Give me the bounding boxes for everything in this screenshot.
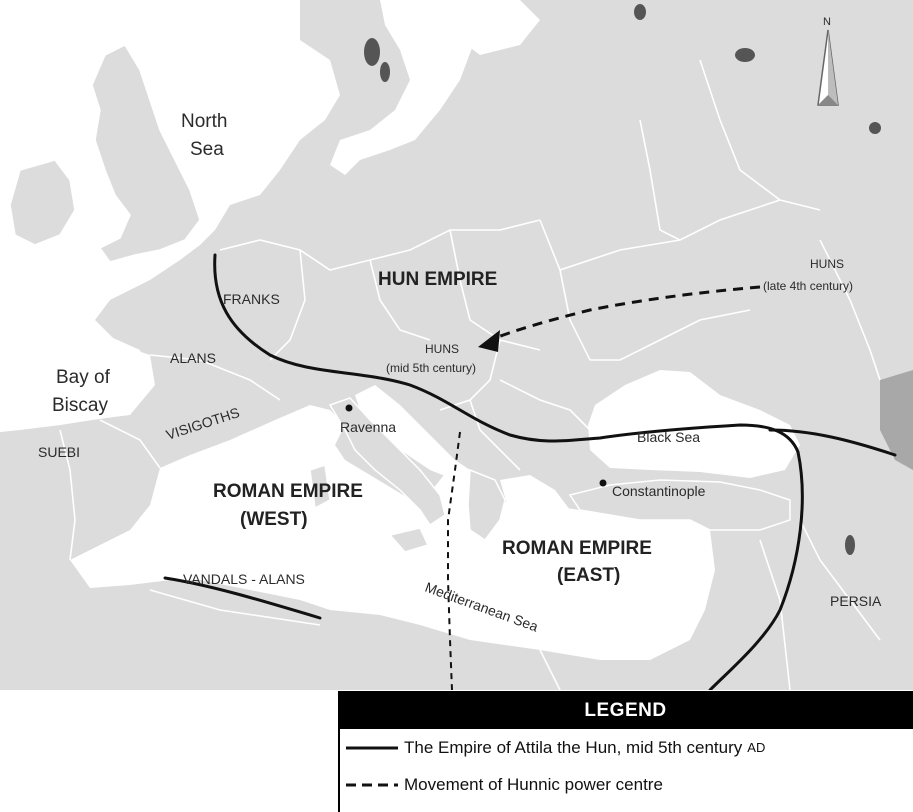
huns-late-label-1: HUNS xyxy=(810,257,844,271)
ravenna-label: Ravenna xyxy=(340,419,396,435)
sicily xyxy=(388,527,430,553)
empire-boundary xyxy=(163,253,897,690)
hun-empire-label: HUN EMPIRE xyxy=(378,269,497,290)
legend-solid-suffix: AD xyxy=(747,740,766,755)
legend-row-dashed: Movement of Hunnic power centre xyxy=(338,766,913,803)
legend: LEGEND The Empire of Attila the Hun, mid… xyxy=(338,691,913,812)
north-sea-label-2: Sea xyxy=(190,139,224,160)
solid-line-icon xyxy=(346,746,398,749)
adriatic-sea xyxy=(355,385,465,480)
franks-label: FRANKS xyxy=(223,291,280,307)
italy xyxy=(328,397,446,527)
rome-east-label-2: (EAST) xyxy=(557,565,620,586)
mediterranean-sea xyxy=(70,405,715,660)
north-sea-label-1: North xyxy=(181,111,227,132)
bay-label-2: Biscay xyxy=(52,395,108,416)
anatolia xyxy=(568,479,791,531)
baltic-sea xyxy=(330,0,475,175)
legend-solid-label: The Empire of Attila the Hun, mid 5th ce… xyxy=(404,737,743,757)
constantinople-dot xyxy=(599,479,607,487)
suebi-label: SUEBI xyxy=(38,444,80,460)
black-sea xyxy=(588,370,800,478)
gulf-of-finland xyxy=(440,0,540,55)
bay-label-1: Bay of xyxy=(56,367,111,388)
britain xyxy=(91,44,201,263)
rome-east-label-1: ROMAN EMPIRE xyxy=(502,538,652,559)
north-letter: N xyxy=(823,16,831,28)
hunnic-movement xyxy=(489,285,761,342)
rome-west-label-1: ROMAN EMPIRE xyxy=(213,481,363,502)
huns-mid-label-2: (mid 5th century) xyxy=(386,361,476,375)
dashed-line-icon xyxy=(346,783,398,786)
constantinople-label: Constantinople xyxy=(612,483,706,499)
north-arrow-icon: N xyxy=(817,16,839,106)
movement-arrowhead xyxy=(478,330,500,352)
ravenna-dot xyxy=(345,404,353,412)
vandals-label: VANDALS - ALANS xyxy=(183,571,305,587)
legend-dashed-label: Movement of Hunnic power centre xyxy=(404,774,663,794)
sardinia xyxy=(309,464,331,510)
legend-title: LEGEND xyxy=(338,691,913,729)
caspian-sea xyxy=(880,370,913,470)
huns-late-label-2: (late 4th century) xyxy=(763,279,853,293)
huns-mid-label-1: HUNS xyxy=(425,342,459,356)
rome-west-label-2: (WEST) xyxy=(240,509,308,530)
country-borders xyxy=(59,59,881,690)
aegean-sea xyxy=(500,475,570,530)
black-sea-label: Black Sea xyxy=(637,429,700,445)
legend-row-solid: The Empire of Attila the Hun, mid 5th ce… xyxy=(338,729,913,766)
alans-label: ALANS xyxy=(170,350,216,366)
map: N North Sea Bay of Biscay FRANKS ALANS V… xyxy=(0,0,913,690)
lakes xyxy=(364,4,881,555)
persia-label: PERSIA xyxy=(830,593,882,609)
legend-border xyxy=(338,729,340,812)
greece xyxy=(467,468,506,542)
ireland xyxy=(9,159,76,246)
biscay xyxy=(0,330,150,432)
